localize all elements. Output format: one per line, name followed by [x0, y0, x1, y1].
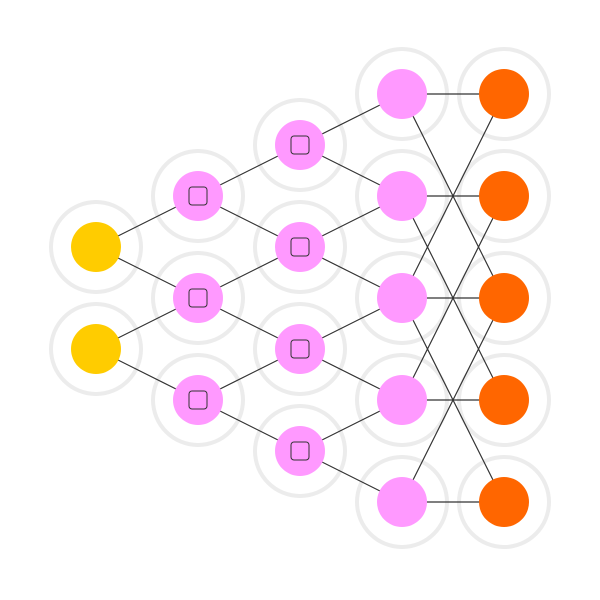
hidden-node-circle [377, 273, 427, 323]
network-nodes [71, 69, 529, 527]
node-inner-square-icon [188, 288, 208, 308]
hidden-node-circle [275, 426, 325, 476]
input-node-circle [71, 324, 121, 374]
connection-edge [401, 93, 505, 299]
hidden-node-circle [275, 324, 325, 374]
hidden-3-node [377, 477, 427, 527]
hidden-node-circle [275, 120, 325, 170]
node-inner-square-icon [188, 390, 208, 410]
node-inner-square-icon [290, 441, 310, 461]
hidden-2-node [275, 324, 325, 374]
hidden-2-node [275, 120, 325, 170]
hidden-3-node [377, 375, 427, 425]
hidden-1-node [173, 375, 223, 425]
hidden-node-circle [275, 222, 325, 272]
output-node-circle [479, 69, 529, 119]
hidden-2-node [275, 222, 325, 272]
output-node [479, 273, 529, 323]
node-inner-square-icon [290, 339, 310, 359]
hidden-3-node [377, 69, 427, 119]
hidden-3-node [377, 171, 427, 221]
input-node [71, 222, 121, 272]
output-node-circle [479, 375, 529, 425]
hidden-node-circle [173, 171, 223, 221]
hidden-2-node [275, 426, 325, 476]
connection-edge [401, 195, 505, 401]
hidden-node-circle [173, 375, 223, 425]
connection-edge [401, 297, 505, 503]
output-node-circle [479, 273, 529, 323]
node-inner-square-icon [290, 237, 310, 257]
hidden-node-circle [377, 477, 427, 527]
hidden-node-circle [377, 171, 427, 221]
node-inner-square-icon [290, 135, 310, 155]
hidden-node-circle [377, 69, 427, 119]
output-node-circle [479, 477, 529, 527]
hidden-3-node [377, 273, 427, 323]
hidden-node-circle [173, 273, 223, 323]
hidden-node-circle [377, 375, 427, 425]
output-node [479, 375, 529, 425]
output-node [479, 171, 529, 221]
output-node [479, 69, 529, 119]
input-node [71, 324, 121, 374]
input-node-circle [71, 222, 121, 272]
node-inner-square-icon [188, 186, 208, 206]
output-node [479, 477, 529, 527]
hidden-1-node [173, 171, 223, 221]
output-node-circle [479, 171, 529, 221]
hidden-1-node [173, 273, 223, 323]
